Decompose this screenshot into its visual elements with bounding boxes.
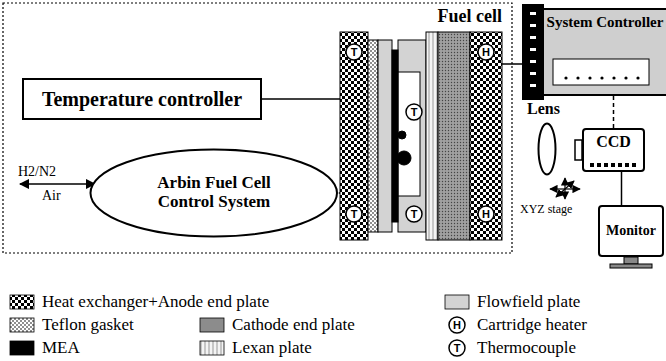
control-system-ellipse: Arbin Fuel Cell Control System	[89, 148, 339, 238]
xyz-stage-arrows	[550, 178, 580, 199]
annotation: XYZ stage	[520, 203, 572, 216]
node-label: System Controller	[547, 14, 664, 31]
connector-line	[262, 98, 340, 100]
legend-label: Cartridge heater	[477, 315, 587, 335]
fuel-cell: Fuel cell	[340, 32, 502, 240]
connector-line	[621, 172, 623, 205]
gas-arrow	[20, 183, 95, 185]
node-label: Arbin Fuel Cell Control System	[139, 174, 289, 211]
legend-swatch	[200, 318, 224, 332]
symbol-letter: T	[351, 46, 358, 58]
system-frame	[3, 3, 512, 253]
legend-label: Thermocouple	[477, 338, 576, 358]
annotation: H2/N2	[18, 164, 56, 179]
annotation: Air	[42, 188, 61, 203]
legend-label: Flowfield plate	[477, 292, 580, 312]
controller-box: System Controller	[542, 8, 666, 96]
node-label: CCD	[596, 133, 631, 151]
node-heading: Lens	[527, 100, 560, 118]
legend-pattern	[10, 318, 34, 332]
symbol-letter: T	[351, 208, 358, 220]
node-heading: Fuel cell	[404, 7, 502, 27]
fuel-cell-stack	[340, 32, 502, 240]
ellipse-outline	[537, 122, 557, 176]
connector-line	[502, 63, 542, 65]
controller-rack	[522, 4, 544, 100]
controller-box: Temperature controller	[22, 78, 262, 120]
legend-symbol	[449, 317, 465, 333]
legend-pattern	[200, 341, 224, 355]
legend-pattern	[10, 295, 34, 309]
legend-label: Teflon gasket	[42, 315, 134, 335]
camera-box: CCD	[582, 128, 645, 172]
lens-ellipse: Lens	[537, 122, 557, 176]
legend-label: Heat exchanger+Anode end plate	[42, 292, 269, 312]
monitor-screen: Monitor	[598, 205, 664, 257]
symbol-letter: T	[411, 106, 418, 118]
symbol-letter: H	[482, 208, 490, 220]
legend-label: Cathode end plate	[232, 315, 355, 335]
legend-swatch	[10, 341, 34, 355]
legend-swatch	[445, 295, 469, 309]
connector-line	[613, 96, 615, 128]
monitor-stand	[610, 257, 652, 268]
symbol-letter: T	[411, 208, 418, 220]
legend-label: MEA	[42, 338, 80, 358]
connector-line	[339, 192, 340, 194]
symbol-letter: H	[482, 46, 490, 58]
symbol-letter: T	[454, 342, 461, 354]
node-label: Monitor	[606, 223, 656, 238]
node-label: Temperature controller	[42, 88, 242, 110]
controller-screen	[552, 58, 650, 86]
legend-label: Lexan plate	[232, 338, 312, 358]
legend-symbol	[449, 340, 465, 356]
symbol-letter: H	[453, 319, 461, 331]
